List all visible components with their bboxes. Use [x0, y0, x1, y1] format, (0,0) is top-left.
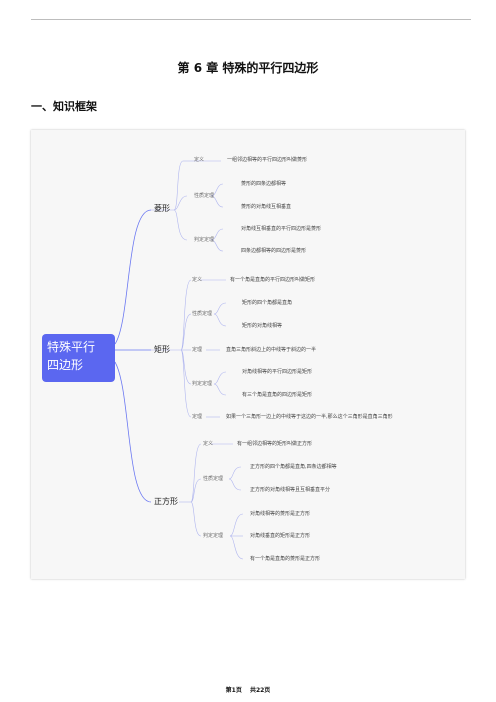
rhombus-criteria-label: 判定定理 — [194, 237, 215, 243]
square-property-2: 正方形的对角线相等且互相垂直平分 — [250, 487, 331, 493]
square-criteria-1: 对角线相等的菱形是正方形 — [250, 511, 311, 517]
root-line-1: 特殊平行 — [47, 340, 96, 354]
square-property-label: 性质定理 — [203, 476, 224, 482]
rectangle-definition-text: 有一个角是直角的平行四边形叫做矩形 — [230, 277, 316, 283]
rhombus-property-label: 性质定理 — [194, 193, 215, 199]
section-heading: 一、知识框架 — [31, 100, 97, 113]
rhombus-property-1: 菱形的四条边都相等 — [241, 181, 287, 187]
footer-total-pages: 共22页 — [249, 687, 271, 694]
rectangle-criteria-2: 有三个角是直角的四边形是矩形 — [242, 392, 313, 398]
rhombus-criteria-2: 四条边都相等的四边形是菱形 — [241, 248, 307, 254]
square-property-1: 正方形的四个角都是直角,四条边都相等 — [250, 464, 337, 470]
rhombus-criteria-1: 对角线互相垂直的平行四边形是菱形 — [241, 226, 322, 232]
rhombus-definition-label: 定义 — [194, 157, 205, 163]
branch-rectangle: 矩形 — [154, 345, 170, 354]
branch-square: 正方形 — [154, 497, 178, 506]
square-criteria-2: 对角线垂直的矩形是正方形 — [250, 533, 311, 539]
rectangle-theorem2-text: 如果一个三角形一边上的中线等于这边的一半,那么这个三角形是直角三角形 — [226, 414, 393, 420]
root-line-2: 四边形 — [47, 358, 84, 372]
rectangle-theorem1-text: 直角三角形斜边上的中线等于斜边的一半 — [226, 347, 317, 353]
rectangle-theorem1-label: 定理 — [192, 347, 203, 353]
square-definition-label: 定义 — [203, 441, 214, 447]
page-title: 第 6 章 特殊的平行四边形 — [177, 61, 319, 75]
knowledge-mindmap: 特殊平行 四边形 菱形 定义 一组邻边相等的平行四边形叫做菱形 性质定理 菱形的… — [31, 130, 465, 579]
rhombus-property-2: 菱形的对角线互相垂直 — [241, 204, 292, 210]
rectangle-property-2: 矩形的对角线相等 — [242, 323, 283, 329]
rectangle-criteria-1: 对角线相等的平行四边形是矩形 — [242, 369, 313, 375]
mindmap-connectors — [114, 160, 244, 560]
rectangle-definition-label: 定义 — [192, 277, 203, 283]
rectangle-property-label: 性质定理 — [192, 311, 213, 317]
rectangle-property-1: 矩形的四个角都是直角 — [242, 300, 293, 306]
square-definition-text: 有一组邻边相等的矩形叫做正方形 — [237, 441, 313, 447]
footer-page-number: 第1页 — [225, 687, 242, 694]
square-criteria-label: 判定定理 — [203, 533, 224, 539]
rectangle-criteria-label: 判定定理 — [192, 381, 213, 387]
root-node: 特殊平行 四边形 — [42, 334, 115, 382]
branch-rhombus: 菱形 — [154, 204, 170, 213]
page-footer: 第1页 共22页 — [0, 685, 496, 694]
header-rule — [31, 19, 471, 20]
rectangle-theorem2-label: 定理 — [192, 414, 203, 420]
rhombus-definition-text: 一组邻边相等的平行四边形叫做菱形 — [227, 157, 308, 163]
square-criteria-3: 有一个角是直角的菱形是正方形 — [250, 556, 321, 562]
